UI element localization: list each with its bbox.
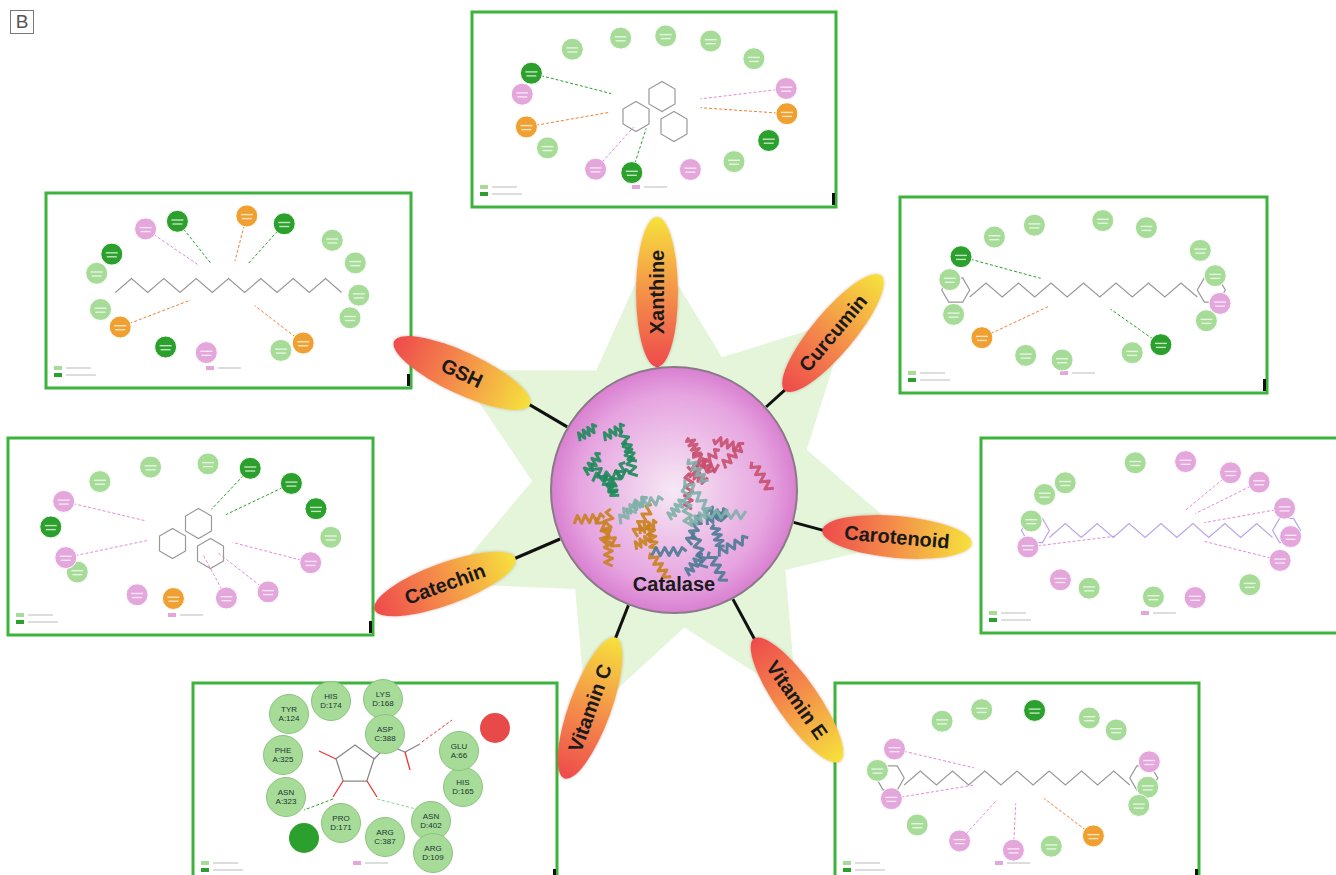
- residue-label: HIS D:165: [448, 778, 478, 796]
- residue-disc: TYR A:124: [269, 694, 309, 734]
- residue-disc: ASP C:388: [365, 714, 405, 754]
- interaction-panel: [835, 683, 1199, 875]
- panel-corner: [369, 621, 372, 633]
- spoke-line: [528, 404, 567, 427]
- compound-oval: Catechin: [367, 539, 522, 630]
- residue-disc: LYS D:168: [363, 679, 403, 719]
- panel-corner: [407, 374, 410, 386]
- spoke-line: [766, 389, 786, 407]
- panel-letter: B: [10, 10, 34, 34]
- residue-label: ASN A:323: [271, 788, 301, 806]
- enzyme-name: Catalase: [552, 573, 796, 596]
- compound-name: Carotenoid: [843, 521, 950, 553]
- residue-label: GLU A:66: [444, 742, 474, 760]
- interaction-sketch: [480, 25, 798, 196]
- compound-name: Curcumin: [794, 290, 872, 376]
- residue-label: ASP C:388: [370, 725, 400, 743]
- residue-label: HIS D:174: [316, 692, 346, 710]
- residue-label: TYR A:124: [274, 705, 304, 723]
- residue-label: PRO D:171: [326, 814, 356, 832]
- spoke-line: [794, 522, 825, 530]
- catalase-circle: Catalase: [550, 366, 798, 614]
- residue-disc: ASN A:323: [266, 777, 306, 817]
- compound-name: Xanthine: [646, 250, 669, 334]
- residue-disc: ARG C:387: [365, 817, 405, 857]
- residue-disc: PHE A:325: [263, 735, 303, 775]
- compound-name: Vitamin E: [762, 656, 833, 744]
- residue-disc: HIS D:165: [443, 767, 483, 807]
- interaction-sketch: [201, 713, 510, 872]
- compound-oval: Curcumin: [769, 262, 898, 404]
- residue-label: ARG D:109: [418, 844, 448, 862]
- interaction-panel: [46, 193, 411, 388]
- residue-disc: ARG D:109: [413, 833, 453, 873]
- residue-disc: GLU A:66: [439, 731, 479, 771]
- residue-disc: PRO D:171: [321, 803, 361, 843]
- residue-label: PHE A:325: [268, 746, 298, 764]
- compound-oval: GSH: [385, 322, 539, 423]
- interaction-panel: [8, 438, 373, 635]
- residue-label: LYS D:168: [368, 690, 398, 708]
- residue-label: ARG C:387: [370, 828, 400, 846]
- spoke-line: [514, 539, 561, 559]
- compound-oval: Xanthine: [636, 217, 678, 367]
- panel-corner: [832, 193, 835, 205]
- interaction-panel: [981, 438, 1336, 633]
- compound-oval: Carotenoid: [820, 510, 973, 565]
- interaction-panel: [900, 197, 1267, 393]
- interaction-sketch: [908, 210, 1231, 382]
- panel-corner: [553, 869, 556, 875]
- star-background: [446, 244, 911, 718]
- interaction-panel: [472, 12, 836, 207]
- compound-name: Vitamin C: [563, 661, 616, 755]
- residue-label: ASN D:402: [416, 812, 446, 830]
- interaction-sketch: [16, 453, 342, 624]
- residue-disc: HIS D:174: [311, 681, 351, 721]
- panel-corner: [1263, 379, 1266, 391]
- interaction-sketch: [989, 451, 1302, 622]
- interaction-sketch: [54, 205, 370, 377]
- spoke-line: [733, 599, 755, 640]
- interaction-sketch: [843, 699, 1160, 872]
- spoke-line: [615, 605, 628, 639]
- compound-name: Catechin: [401, 559, 488, 610]
- panel-corner: [1195, 869, 1198, 875]
- compound-oval: Vitamin C: [545, 630, 636, 785]
- compound-oval: Vitamin E: [737, 627, 857, 774]
- compound-name: GSH: [437, 353, 486, 392]
